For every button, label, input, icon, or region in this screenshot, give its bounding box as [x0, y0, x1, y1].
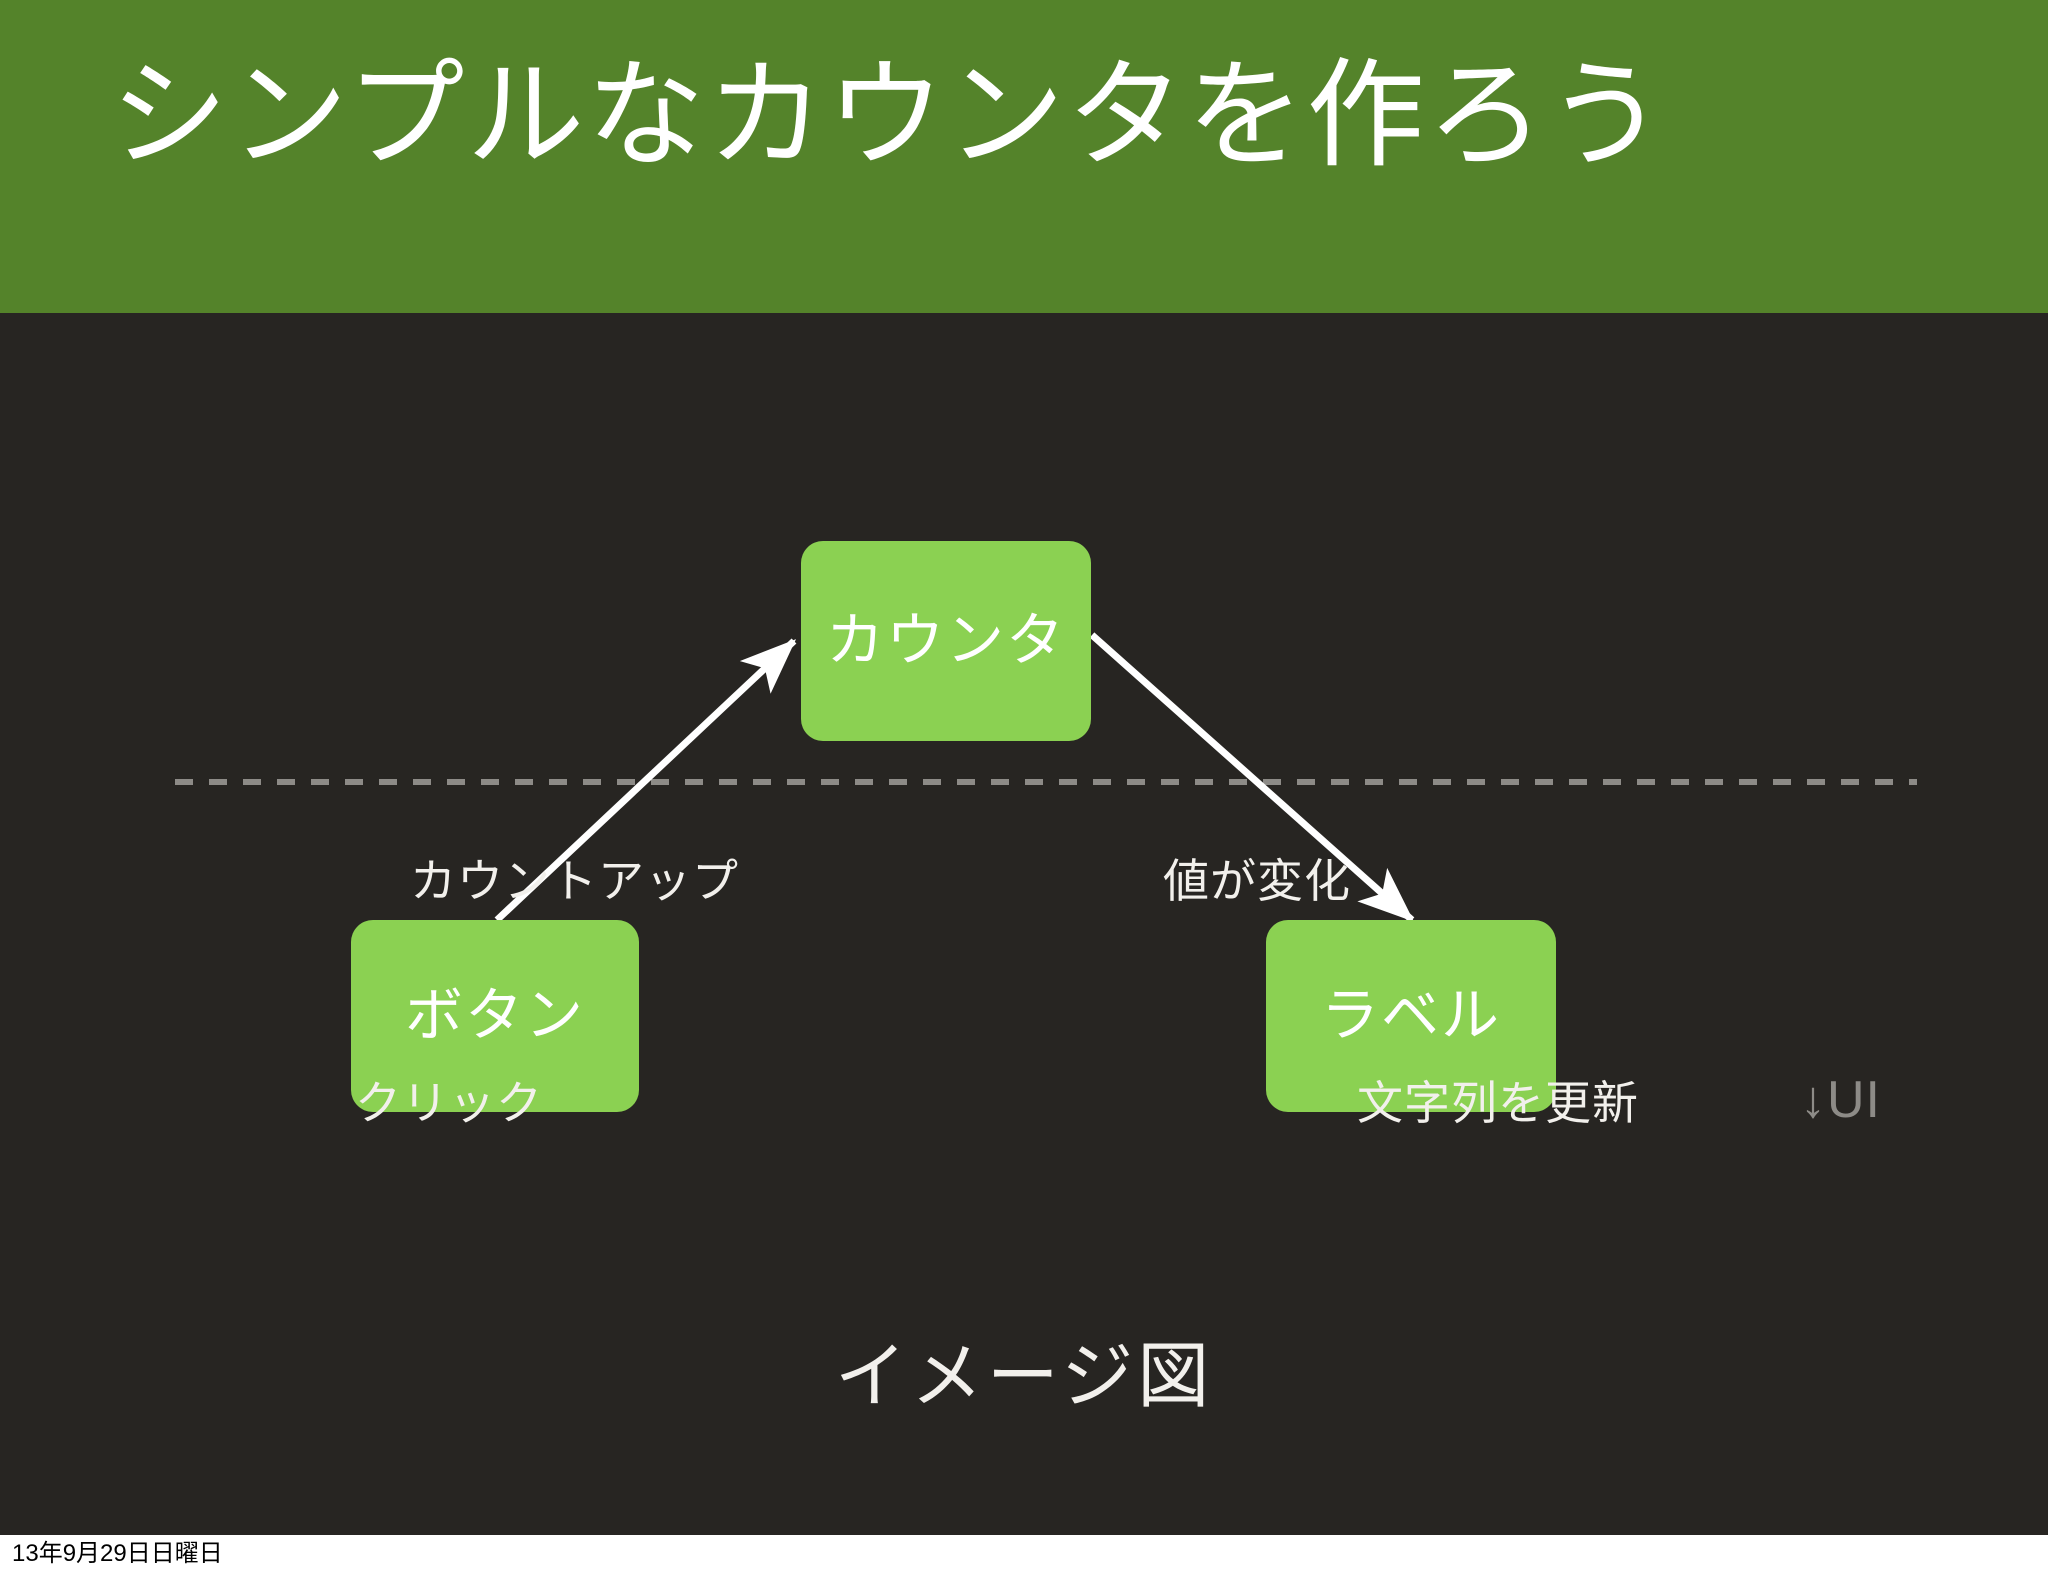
diagram-container: カウンタ ボタン ラベル カウントアップ 値が変化 クリック 文字列を更新 ↓U…: [0, 313, 2048, 1535]
footer-date: 13年9月29日日曜日: [12, 1540, 223, 1567]
node-button[interactable]: ボタン: [351, 920, 639, 1112]
header-banner: シンプルなカウンタを作ろう: [0, 0, 2048, 313]
edge-label-click: クリック: [355, 1077, 543, 1129]
arrow-counter-to-label: [1089, 632, 1415, 923]
ui-section-annotation: ↓UI: [1800, 1071, 1881, 1129]
node-counter-label: カウンタ: [825, 608, 1066, 673]
slide-footer: 13年9月29日日曜日: [0, 1535, 2048, 1576]
edge-label-count-up: カウントアップ: [410, 855, 739, 907]
node-label-label: ラベル: [1320, 983, 1501, 1048]
diagram-arrows-svg: [175, 632, 1917, 923]
edge-label-value-changed: 値が変化: [1163, 855, 1351, 907]
node-button-label: ボタン: [404, 983, 585, 1048]
node-label[interactable]: ラベル: [1266, 920, 1556, 1112]
slide-body: カウンタ ボタン ラベル カウントアップ 値が変化 クリック 文字列を更新 ↓U…: [0, 313, 2048, 1535]
arrow-button-to-counter: [494, 638, 797, 923]
node-counter[interactable]: カウンタ: [801, 541, 1091, 741]
diagram-caption: イメージ図: [834, 1337, 1214, 1417]
page-title: シンプルなカウンタを作ろう: [110, 50, 1667, 182]
edge-label-update-string: 文字列を更新: [1357, 1077, 1639, 1129]
